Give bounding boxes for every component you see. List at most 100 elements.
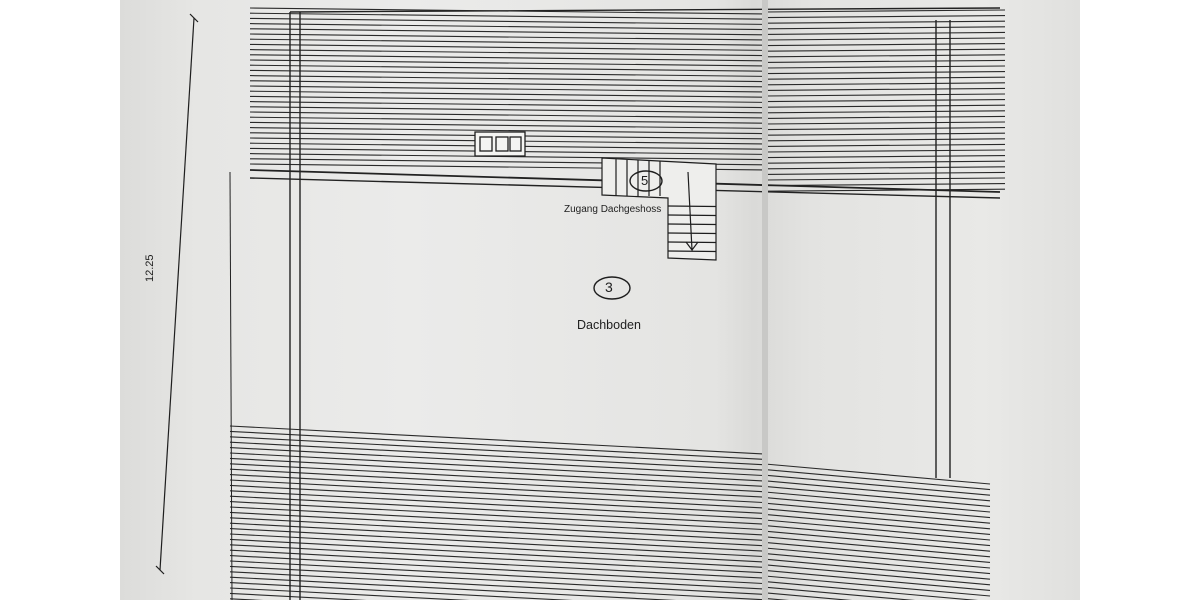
hatch-line <box>229 506 766 536</box>
hatch-line <box>764 76 1006 80</box>
hatch-line <box>229 479 766 509</box>
hatch-line <box>249 80 766 88</box>
hatch-line <box>764 132 1006 136</box>
hatch-line <box>249 106 766 114</box>
hatch-line <box>229 501 766 531</box>
hatch-line <box>249 116 766 124</box>
hatch-line <box>249 33 766 41</box>
hatch-line <box>229 468 766 498</box>
hatch-line <box>764 54 1006 58</box>
hatch-line <box>229 447 766 477</box>
hatch-line <box>249 111 766 119</box>
hatch-line <box>764 491 991 513</box>
hatch-line <box>229 436 766 466</box>
dimension-label: 12.25 <box>144 254 156 282</box>
hatch-line <box>249 90 766 98</box>
hatch-line <box>249 75 766 83</box>
hatch-line <box>764 9 1006 13</box>
hatch-line <box>764 82 1006 86</box>
hatch-line <box>229 425 766 455</box>
hatch-line <box>764 469 991 491</box>
hatch-line <box>764 71 1006 75</box>
hatch-line <box>764 65 1006 69</box>
hatch-line <box>229 430 766 460</box>
room-number-circle <box>593 276 631 300</box>
hatch-line <box>764 188 1006 192</box>
hatch-line <box>764 474 991 496</box>
hatch-line <box>249 49 766 57</box>
hatch-line <box>764 171 1006 175</box>
hatch-line <box>764 31 1006 35</box>
hatch-line <box>764 508 991 530</box>
hatch-line <box>249 121 766 129</box>
hatch-line <box>229 528 766 558</box>
hatch-line <box>249 69 766 77</box>
hatch-line <box>764 43 1006 47</box>
hatch-line <box>764 115 1006 119</box>
hatch-line <box>229 484 766 514</box>
hatch-line <box>229 549 766 579</box>
hatch-line <box>764 166 1006 170</box>
hatch-line <box>764 127 1006 131</box>
hatch-line <box>764 160 1006 164</box>
hatch-line <box>764 149 1006 153</box>
stair-tread <box>667 232 717 235</box>
hatch-line <box>249 17 766 25</box>
hatch-line <box>764 536 991 558</box>
hatch-line <box>764 26 1006 30</box>
hatch-line <box>764 15 1006 19</box>
hatch-line <box>249 85 766 93</box>
hatch-line <box>764 20 1006 24</box>
hatch-line <box>764 497 991 519</box>
hatch-line <box>764 525 991 547</box>
hatch-line <box>229 463 766 493</box>
hatch-line <box>764 110 1006 114</box>
hatch-line <box>229 452 766 482</box>
dimension-line <box>155 13 199 575</box>
hatch-line <box>229 592 367 600</box>
hatch-line <box>764 485 991 507</box>
hatch-line <box>249 59 766 67</box>
roof-hatching <box>229 7 1006 600</box>
hatch-line <box>764 592 853 600</box>
hatch-line <box>229 517 766 547</box>
hatch-line <box>764 37 1006 41</box>
stair-access-label: Zugang Dachgeshoss <box>564 204 662 215</box>
hatch-line <box>229 565 766 595</box>
hatch-line <box>764 530 991 552</box>
stair-tread <box>667 223 717 226</box>
hatch-line <box>229 544 766 574</box>
hatch-line <box>229 571 766 600</box>
hatch-line <box>229 441 766 471</box>
floor-plan-photo: 12.25 5 Zugang Dachgeshoss 3 Dachboden <box>120 0 1080 600</box>
hatch-line <box>764 121 1006 125</box>
hatch-line <box>249 127 766 135</box>
hatch-line <box>229 587 470 600</box>
hatch-line <box>764 502 991 524</box>
hatch-line <box>229 474 766 504</box>
hatch-line <box>764 558 991 580</box>
hatch-line <box>249 12 766 20</box>
hatch-line <box>764 59 1006 63</box>
hatch-line <box>229 576 677 600</box>
stair-number: 5 <box>641 173 649 188</box>
stair-tread <box>667 205 717 208</box>
hatch-line <box>229 490 766 520</box>
hatch-line <box>249 54 766 62</box>
hatch-line <box>229 533 766 563</box>
hatch-line <box>764 480 991 502</box>
hatch-line <box>249 23 766 31</box>
room-name: Dachboden <box>577 318 641 332</box>
room-number: 3 <box>605 279 613 295</box>
hatch-line <box>229 555 766 585</box>
hatch-line <box>249 28 766 36</box>
hatch-line <box>764 553 991 575</box>
hatch-line <box>764 463 991 485</box>
hatch-line <box>229 538 766 568</box>
hatch-line <box>764 513 991 535</box>
stair-direction-arrow <box>685 171 699 252</box>
hatch-line <box>229 522 766 552</box>
stair-tread <box>667 250 717 253</box>
hatch-line <box>764 586 916 600</box>
hatch-line <box>249 101 766 109</box>
